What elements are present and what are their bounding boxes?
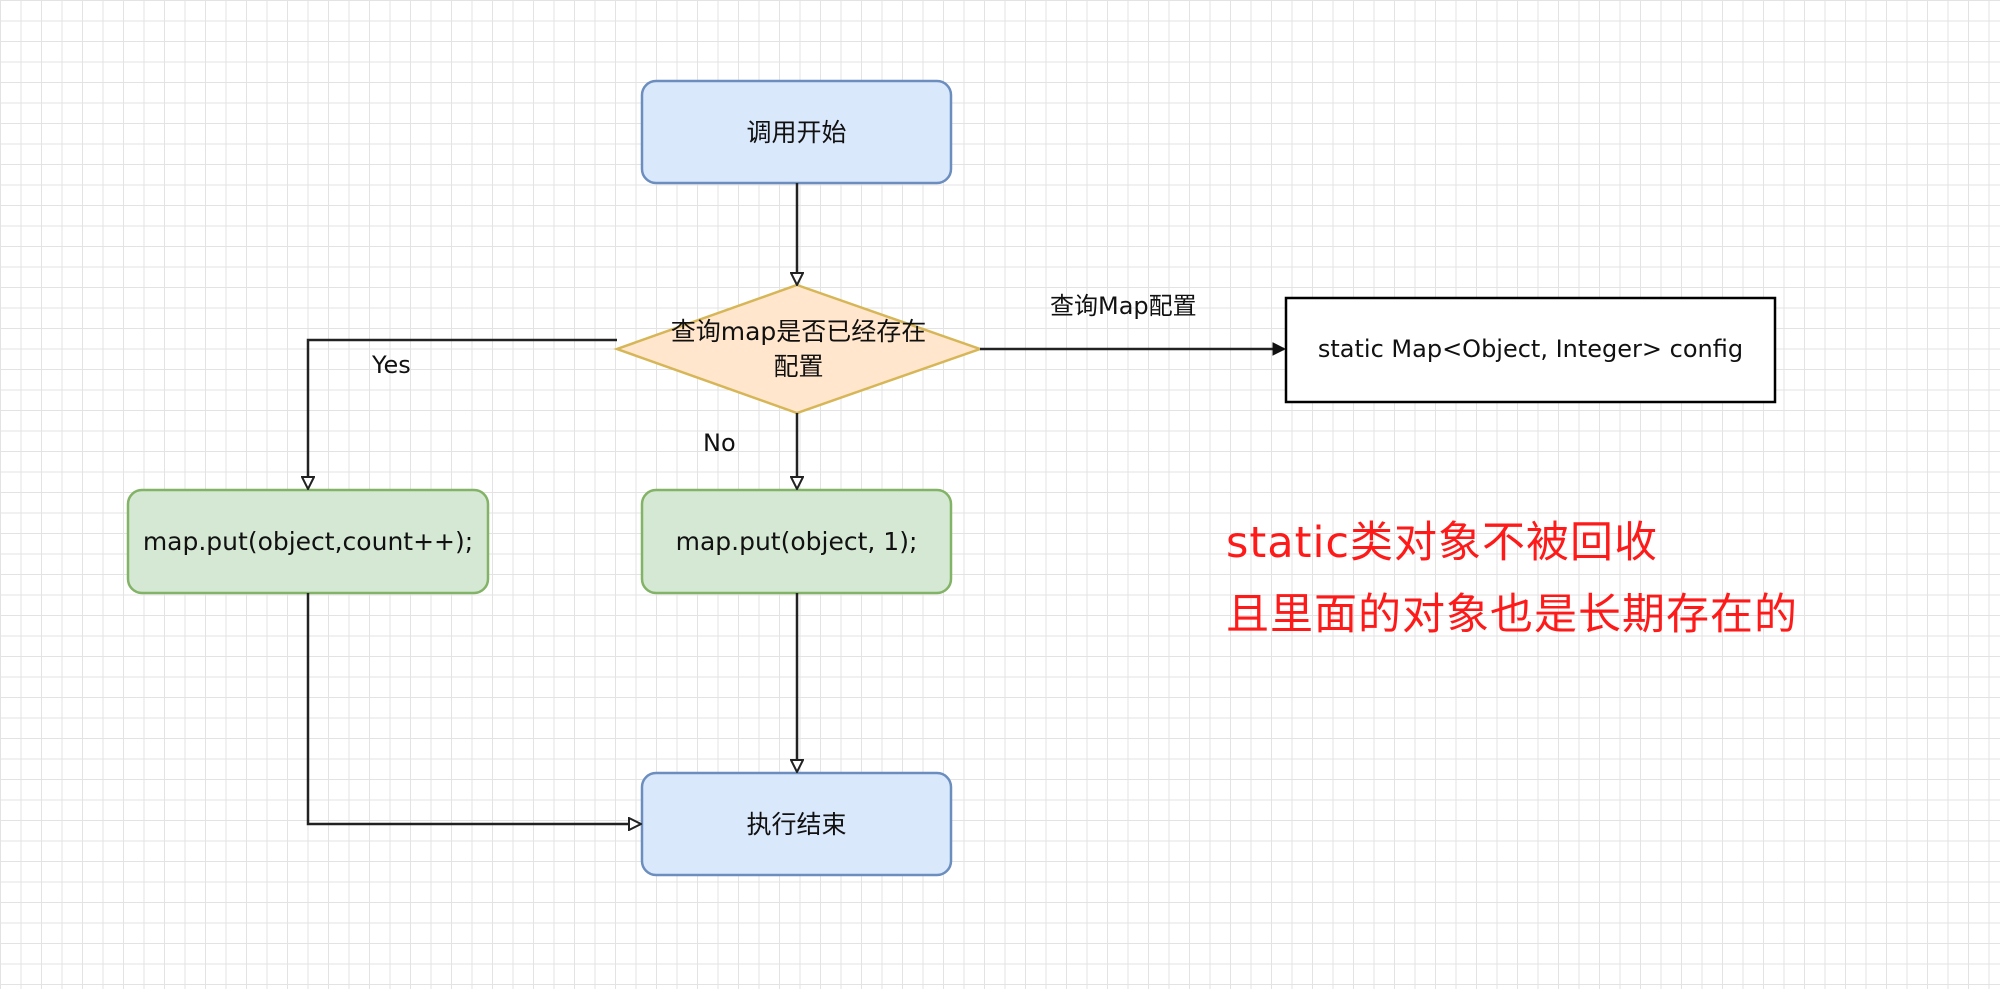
put-count-text: map.put(object,count++); bbox=[142, 527, 474, 556]
edge-put-count-to-end bbox=[306, 593, 640, 824]
end-label: 执行结束 bbox=[642, 773, 951, 875]
note-line-1: static类对象不被回收 bbox=[1226, 518, 1659, 568]
end-node[interactable] bbox=[640, 771, 953, 877]
put-one-text: map.put(object, 1); bbox=[675, 527, 918, 556]
config-text: static Map<Object, Integer> config bbox=[1317, 335, 1744, 364]
put-count-label: map.put(object,count++); bbox=[128, 490, 488, 593]
note-line-2: 且里面的对象也是长期存在的 bbox=[1226, 590, 1798, 640]
decision-label: 查询map是否已经存在 配置 bbox=[617, 300, 980, 398]
no-edge-label: No bbox=[703, 429, 736, 457]
config-node[interactable] bbox=[1284, 296, 1777, 404]
decision-text-line2: 配置 bbox=[773, 352, 824, 381]
yes-edge-label: Yes bbox=[372, 351, 411, 379]
put-one-label: map.put(object, 1); bbox=[642, 490, 951, 593]
config-label: static Map<Object, Integer> config bbox=[1286, 298, 1775, 402]
edge-decision-yes bbox=[308, 338, 617, 488]
decision-text-line1: 查询map是否已经存在 bbox=[670, 317, 927, 346]
query-edge-label: 查询Map配置 bbox=[1050, 292, 1197, 320]
start-label: 调用开始 bbox=[642, 81, 951, 183]
end-text: 执行结束 bbox=[746, 809, 847, 839]
start-text: 调用开始 bbox=[746, 117, 847, 147]
